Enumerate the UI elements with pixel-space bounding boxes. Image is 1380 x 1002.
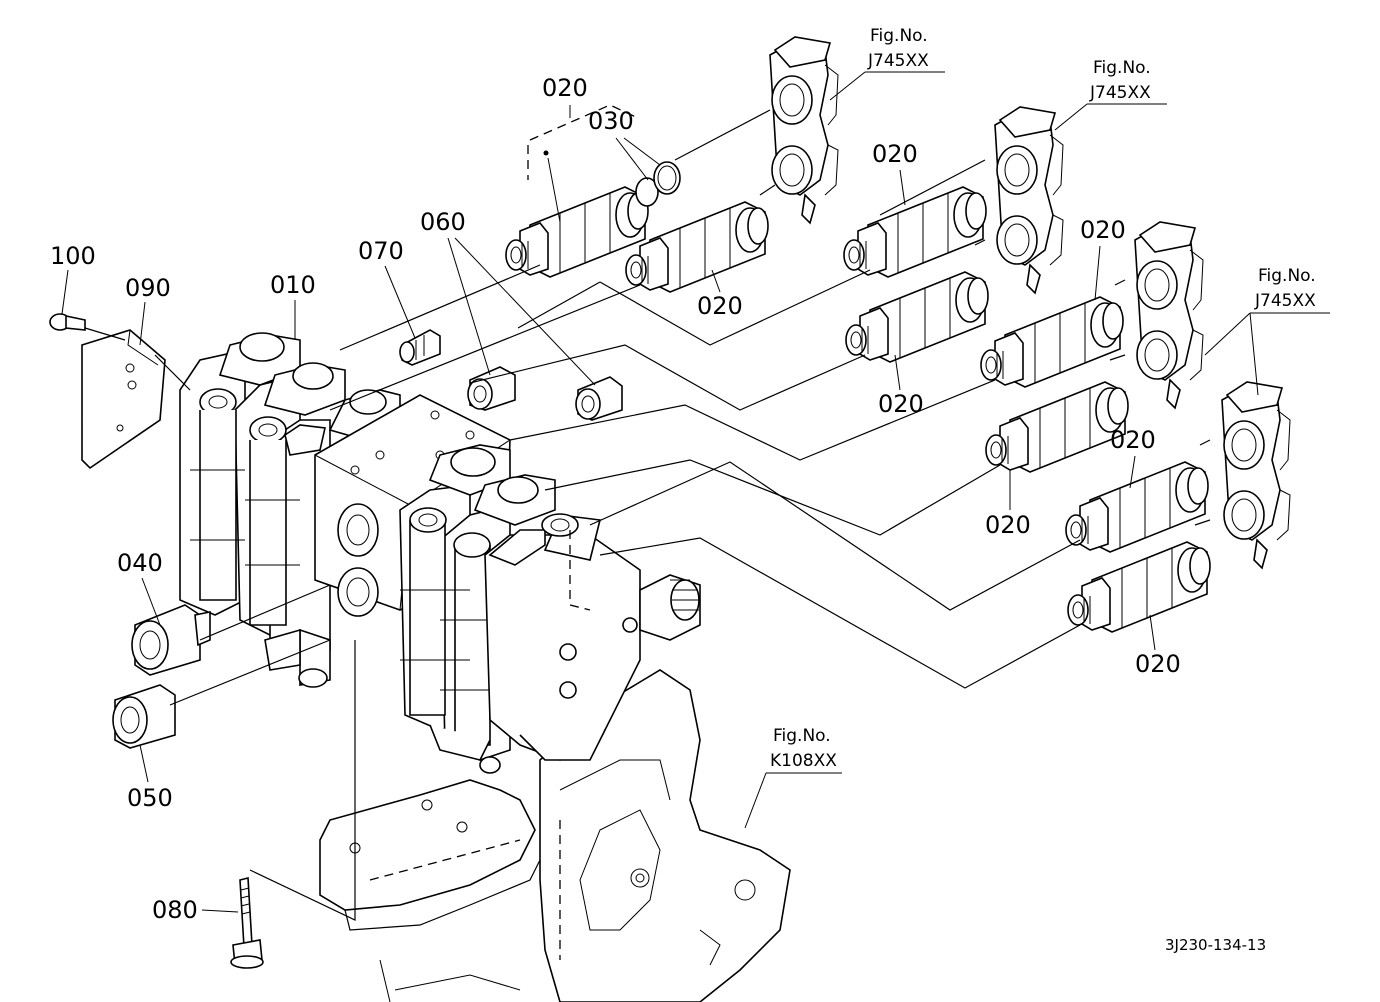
label-020-8-text: 020 — [1135, 650, 1181, 678]
label-020-4-text: 020 — [878, 390, 924, 418]
bolt-100 — [49, 313, 86, 331]
label-020-top-text: 020 — [542, 74, 588, 102]
routing-lines — [84, 109, 1211, 921]
label-100: 100 — [50, 242, 96, 315]
fig-ref-1-title: Fig.No. — [870, 26, 928, 46]
fitting-040 — [131, 604, 211, 676]
fig-ref-frame-code: K108XX — [770, 751, 837, 771]
socket-block-1 — [769, 36, 839, 224]
label-020-2: 020 — [697, 269, 743, 320]
drawing-code: 3J230-134-13 — [1165, 936, 1266, 954]
label-060-text: 060 — [420, 208, 466, 236]
label-020-7-text: 020 — [1110, 426, 1156, 454]
label-020-2-text: 020 — [697, 292, 743, 320]
coupler-020-7 — [1065, 461, 1209, 553]
socket-block-4 — [1221, 381, 1291, 569]
label-010-text: 010 — [270, 271, 316, 299]
fitting-050 — [112, 684, 176, 749]
label-020-5-text: 020 — [1080, 216, 1126, 244]
label-020-6-text: 020 — [985, 511, 1031, 539]
label-020-7: 020 — [1110, 426, 1156, 489]
coupler-020-3 — [843, 186, 987, 278]
label-070-text: 070 — [358, 237, 404, 265]
label-100-text: 100 — [50, 242, 96, 270]
label-020-6: 020 — [985, 470, 1031, 539]
fig-ref-frame: Fig.No. K108XX — [744, 726, 842, 829]
label-080-text: 080 — [152, 896, 198, 924]
fig-ref-3-code: J745XX — [1254, 291, 1316, 311]
label-040: 040 — [117, 549, 163, 626]
coupler-020-6 — [985, 381, 1129, 473]
fig-ref-1: Fig.No. J745XX — [829, 26, 945, 101]
fig-ref-1-code: J745XX — [867, 51, 929, 71]
fig-ref-3-title: Fig.No. — [1258, 266, 1316, 286]
label-020-3-text: 020 — [872, 140, 918, 168]
label-030-text: 030 — [588, 107, 634, 135]
fitting-070 — [399, 329, 441, 366]
fig-ref-frame-title: Fig.No. — [773, 726, 831, 746]
label-020-top: 020 — [527, 74, 639, 223]
label-050: 050 — [127, 744, 173, 812]
label-090: 090 — [125, 274, 171, 346]
label-060: 060 — [420, 208, 596, 386]
fig-ref-2-code: J745XX — [1089, 83, 1151, 103]
socket-block-3 — [1134, 221, 1204, 409]
bracket-090 — [81, 329, 166, 470]
label-090-text: 090 — [125, 274, 171, 302]
label-020-8: 020 — [1135, 614, 1181, 678]
label-080: 080 — [152, 896, 239, 924]
fig-ref-2-title: Fig.No. — [1093, 58, 1151, 78]
label-010: 010 — [270, 271, 316, 340]
coupler-020-8 — [1067, 541, 1211, 633]
fig-ref-3: Fig.No. J745XX — [1204, 266, 1330, 396]
coupler-020-5 — [980, 296, 1124, 388]
label-020-4: 020 — [878, 354, 924, 418]
label-020-3: 020 — [872, 140, 918, 206]
label-040-text: 040 — [117, 549, 163, 577]
fitting-060-b — [575, 376, 623, 421]
label-050-text: 050 — [127, 784, 173, 812]
label-030: 030 — [588, 107, 661, 181]
label-020-5: 020 — [1080, 216, 1126, 301]
fitting-060-a — [467, 366, 516, 411]
mounting-frame — [319, 669, 791, 1002]
fig-ref-2: Fig.No. J745XX — [1054, 58, 1167, 131]
coupler-020-4 — [845, 271, 989, 363]
label-070: 070 — [358, 237, 416, 339]
bolt-080 — [230, 876, 264, 969]
socket-block-2 — [994, 106, 1064, 294]
o-ring-030 — [635, 161, 681, 207]
control-valve-assembly — [179, 332, 701, 774]
